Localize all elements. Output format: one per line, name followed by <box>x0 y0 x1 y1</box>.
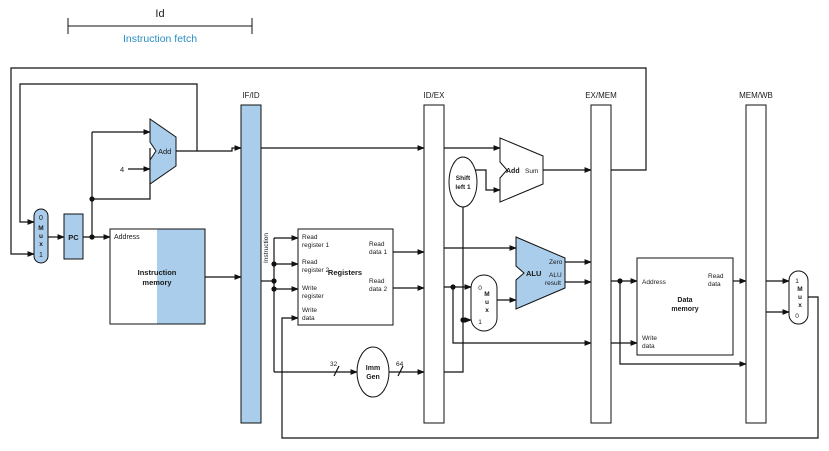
pc-mux-letter-x: x <box>39 241 43 248</box>
datapath-wires <box>10 67 819 439</box>
read-data-2-line2: data 2 <box>369 286 387 293</box>
branch-adder-sum: Sum <box>525 168 538 175</box>
data-memory-read-data-1: Read <box>708 273 724 280</box>
imm-gen-line2: Gen <box>366 374 380 381</box>
alu-mux-top: 0 <box>478 285 482 292</box>
data-memory-read-data-2: data <box>708 281 721 288</box>
write-register-line2: register <box>302 293 325 300</box>
data-memory-title-1: Data <box>677 297 692 304</box>
stage-bracket <box>67 18 253 34</box>
pc-mux-bottom: 1 <box>39 252 43 259</box>
wb-mux-top: 1 <box>795 278 799 285</box>
read-data-1-line1: Read <box>369 241 385 248</box>
alu-result-line2: result <box>545 280 561 287</box>
data-memory-write-data-1: Write <box>642 335 657 342</box>
instruction-memory-title-2: memory <box>142 278 172 287</box>
wb-mux-letter-u: u <box>798 294 802 301</box>
pc-mux-letter-u: u <box>39 233 43 240</box>
instruction-memory-shade <box>157 229 205 324</box>
constant-four: 4 <box>120 165 124 174</box>
pc-adder-label: Add <box>158 147 171 156</box>
write-register-line1: Write <box>302 285 317 292</box>
alu <box>515 236 566 310</box>
pc-label: PC <box>68 233 79 242</box>
pc-mux-letter-m: M <box>38 225 43 232</box>
data-memory-title-2: memory <box>671 306 698 313</box>
alu-mux-letter-u: u <box>485 299 489 306</box>
if-id-register <box>240 104 262 424</box>
id-ex-label: ID/EX <box>424 91 446 100</box>
mem-wb-label: MEM/WB <box>739 91 773 100</box>
stage-label: Id <box>155 8 164 20</box>
instruction-fetch-caption: Instruction fetch <box>123 33 197 45</box>
imm-gen-input-width: 32 <box>330 361 338 368</box>
pc-mux-top: 0 <box>39 215 43 222</box>
wb-mux-letter-m: M <box>797 286 802 293</box>
registers-title: Registers <box>328 268 362 277</box>
imm-gen-output-width: 64 <box>396 361 404 368</box>
alu-mux-bottom: 1 <box>478 319 482 326</box>
if-id-label: IF/ID <box>242 91 260 100</box>
register-file <box>297 228 394 326</box>
data-memory-address: Address <box>642 279 667 286</box>
alu-label: ALU <box>526 269 541 278</box>
instruction-memory-title-1: Instruction <box>138 268 177 277</box>
read-data-2-line1: Read <box>369 278 385 285</box>
write-data-line2: data <box>302 315 315 322</box>
shift-left-line2: left 1 <box>455 184 471 191</box>
wb-mux-letter-x: x <box>798 302 802 309</box>
read-register-2-line1: Read <box>302 259 318 266</box>
alu-result-line1: ALU <box>549 272 562 279</box>
imm-gen <box>356 346 390 398</box>
wire-junctions <box>89 196 623 323</box>
data-memory-write-data-2: data <box>642 343 655 350</box>
wb-mux-bottom: 0 <box>795 313 799 320</box>
pc-mux <box>33 208 49 264</box>
data-memory <box>636 257 734 356</box>
if-id-instruction-label: Instruction <box>263 233 270 263</box>
id-ex-register <box>423 104 445 424</box>
writeback-mux <box>788 270 809 325</box>
ex-mem-label: EX/MEM <box>585 91 617 100</box>
shift-left-unit <box>448 156 478 208</box>
alu-mux-letter-m: M <box>484 291 489 298</box>
alu-src-mux <box>470 274 498 332</box>
mem-wb-register <box>745 104 767 424</box>
instruction-memory-address: Address <box>114 234 140 241</box>
read-register-1-line2: register 1 <box>302 242 329 249</box>
read-register-2-line2: register 2 <box>302 267 329 274</box>
branch-adder-label: Add <box>506 168 520 175</box>
read-register-1-line1: Read <box>302 234 318 241</box>
alu-mux-letter-x: x <box>485 307 489 314</box>
pc-register <box>63 213 84 260</box>
pc-adder <box>149 118 177 185</box>
imm-gen-line1: Imm <box>366 365 380 372</box>
branch-adder <box>499 137 544 203</box>
alu-zero-label: Zero <box>549 259 563 266</box>
read-data-1-line2: data 1 <box>369 249 387 256</box>
ex-mem-register <box>590 104 612 424</box>
write-data-line1: Write <box>302 307 317 314</box>
shift-left-line1: Shift <box>456 175 471 182</box>
